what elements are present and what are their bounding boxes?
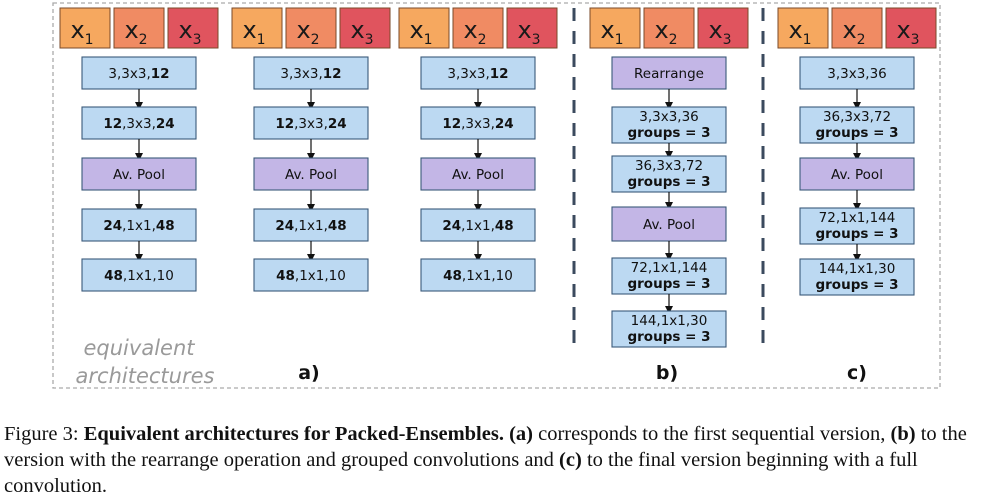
variant-b-block-2-groups: groups = 3 bbox=[627, 125, 710, 141]
variant-c-block-1 bbox=[799, 56, 915, 90]
variant-b-input-x2 bbox=[643, 7, 695, 49]
variant-b-block-3 bbox=[611, 155, 727, 193]
variant-a3-block-2-label: 12,3x3,24 bbox=[442, 116, 513, 132]
caption-text-2: corresponds to the first sequential vers… bbox=[532, 423, 891, 445]
variant-a3-input-label-x1: x1 bbox=[409, 16, 432, 48]
variant-b-block-1 bbox=[611, 56, 727, 90]
variant-a3-input-x1 bbox=[398, 7, 450, 49]
variant-a2-block-1-label: 3,3x3,12 bbox=[280, 66, 341, 82]
variant-a3-block-4-label: 24,1x1,48 bbox=[442, 218, 513, 234]
variant-a1-block-5 bbox=[81, 258, 197, 292]
variant-a1-block-1-label: 3,3x3,12 bbox=[108, 66, 169, 82]
variant-b-input-x3 bbox=[697, 7, 749, 49]
caption-text-3: to the version with the rearrange operat… bbox=[4, 423, 967, 471]
caption-text-4: to the final version beginning with a fu… bbox=[4, 449, 918, 497]
variant-a-label: a) bbox=[298, 362, 320, 384]
variant-c-block-2-groups: groups = 3 bbox=[815, 125, 898, 141]
variant-a3-block-1 bbox=[420, 56, 536, 90]
variant-b-block-5-label: 72,1x1,144 bbox=[631, 260, 708, 276]
variant-a1-block-2-label: 12,3x3,24 bbox=[103, 116, 174, 132]
variant-b-block-4 bbox=[611, 206, 727, 242]
variant-c-block-3-label: Av. Pool bbox=[831, 167, 883, 183]
variant-a3-block-1-label: 3,3x3,12 bbox=[447, 66, 508, 82]
figure-caption: Figure 3: Equivalent architectures for P… bbox=[4, 421, 990, 499]
variant-a2-block-2 bbox=[253, 106, 369, 140]
variant-a3-block-5 bbox=[420, 258, 536, 292]
variant-b-block-6 bbox=[611, 310, 727, 348]
variant-a3-input-x2 bbox=[452, 7, 504, 49]
variant-b-block-5-groups: groups = 3 bbox=[627, 276, 710, 292]
variant-c-input-x3 bbox=[885, 7, 937, 49]
variant-b-block-1-label: Rearrange bbox=[634, 66, 704, 82]
variant-c-block-4-label: 72,1x1,144 bbox=[819, 210, 896, 226]
variant-a2-input-x2 bbox=[285, 7, 337, 49]
variant-a2-block-4-label: 24,1x1,48 bbox=[275, 218, 346, 234]
variant-c-input-label-x2: x2 bbox=[842, 16, 865, 48]
variant-c-block-1-label: 3,3x3,36 bbox=[827, 66, 887, 82]
caption-mark-c: (c) bbox=[559, 449, 582, 471]
variant-b-input-label-x2: x2 bbox=[654, 16, 677, 48]
variant-b-label: b) bbox=[656, 362, 678, 384]
variant-a2-input-label-x1: x1 bbox=[242, 16, 265, 48]
variant-c-input-label-x1: x1 bbox=[788, 16, 811, 48]
variant-a3-block-3 bbox=[420, 157, 536, 191]
variant-a1-block-4-label: 24,1x1,48 bbox=[103, 218, 174, 234]
caption-prefix: Figure 3: bbox=[4, 423, 84, 445]
variant-b-block-6-label: 144,1x1,30 bbox=[631, 313, 708, 329]
variant-a3-input-label-x3: x3 bbox=[517, 16, 540, 48]
outer-dashed-frame bbox=[52, 2, 941, 389]
variant-a1-input-x2 bbox=[113, 7, 165, 49]
variant-a1-block-5-label: 48,1x1,10 bbox=[104, 268, 174, 284]
variant-b-input-label-x1: x1 bbox=[600, 16, 623, 48]
variant-a2-block-1 bbox=[253, 56, 369, 90]
variant-a1-input-x3 bbox=[167, 7, 219, 49]
variant-c-input-x1 bbox=[777, 7, 829, 49]
variant-a2-input-x1 bbox=[231, 7, 283, 49]
variant-a1-block-2 bbox=[81, 106, 197, 140]
variant-a2-input-label-x2: x2 bbox=[296, 16, 319, 48]
equivalent-architectures-label-line2: architectures bbox=[76, 364, 215, 388]
variant-c-block-5 bbox=[799, 258, 915, 296]
variant-b-block-3-label: 36,3x3,72 bbox=[635, 158, 703, 174]
variant-a1-block-3-label: Av. Pool bbox=[113, 167, 165, 183]
caption-title: Equivalent architectures for Packed-Ense… bbox=[83, 423, 504, 445]
variant-b-block-6-groups: groups = 3 bbox=[627, 329, 710, 345]
variant-b-block-2 bbox=[611, 106, 727, 144]
variant-b-block-2-label: 3,3x3,36 bbox=[639, 109, 699, 125]
variant-a2-block-3-label: Av. Pool bbox=[285, 167, 337, 183]
variant-b-input-x1 bbox=[589, 7, 641, 49]
variant-b-block-4-label: Av. Pool bbox=[643, 217, 695, 233]
variant-a3-input-label-x2: x2 bbox=[463, 16, 486, 48]
variant-a2-block-5 bbox=[253, 258, 369, 292]
equivalent-architectures-label-line1: equivalent bbox=[84, 336, 196, 360]
variant-c-block-5-groups: groups = 3 bbox=[815, 277, 898, 293]
variant-a3-block-4 bbox=[420, 208, 536, 242]
variant-c-input-label-x3: x3 bbox=[896, 16, 919, 48]
variant-c-label: c) bbox=[847, 362, 867, 384]
variant-a2-block-5-label: 48,1x1,10 bbox=[276, 268, 346, 284]
variant-b-block-3-groups: groups = 3 bbox=[627, 174, 710, 190]
variant-c-block-3 bbox=[799, 157, 915, 191]
variant-a2-input-label-x3: x3 bbox=[350, 16, 373, 48]
variant-b-input-label-x3: x3 bbox=[708, 16, 731, 48]
variant-a1-input-label-x3: x3 bbox=[178, 16, 201, 48]
variant-a1-input-label-x2: x2 bbox=[124, 16, 147, 48]
variant-a3-input-x3 bbox=[506, 7, 558, 49]
variant-a1-input-label-x1: x1 bbox=[70, 16, 93, 48]
variant-a2-input-x3 bbox=[339, 7, 391, 49]
variant-a2-block-2-label: 12,3x3,24 bbox=[275, 116, 346, 132]
variant-a1-input-x1 bbox=[59, 7, 111, 49]
variant-c-input-x2 bbox=[831, 7, 883, 49]
variant-c-block-4-groups: groups = 3 bbox=[815, 226, 898, 242]
variant-a3-block-3-label: Av. Pool bbox=[452, 167, 504, 183]
caption-mark-b: (b) bbox=[890, 423, 916, 445]
caption-mark-a: (a) bbox=[509, 423, 533, 445]
variant-a3-block-5-label: 48,1x1,10 bbox=[443, 268, 513, 284]
variant-c-block-2-label: 36,3x3,72 bbox=[823, 109, 891, 125]
variant-b-block-5 bbox=[611, 257, 727, 295]
variant-c-block-5-label: 144,1x1,30 bbox=[819, 261, 896, 277]
